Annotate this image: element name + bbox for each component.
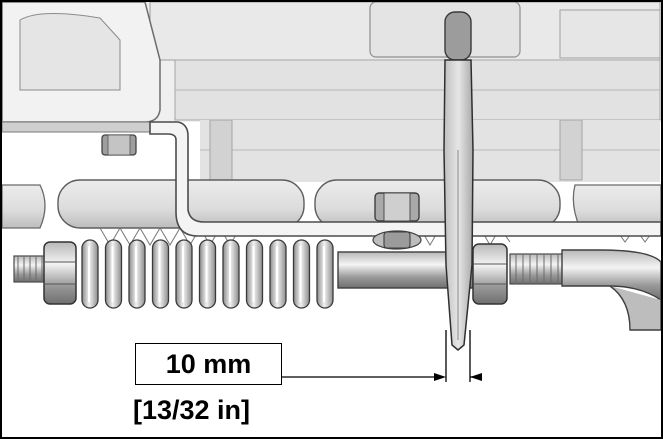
dimension-label-box: 10 mm bbox=[135, 343, 282, 385]
compression-spring bbox=[81, 239, 334, 309]
bolt-head-left bbox=[101, 134, 137, 156]
dimension-imperial: [13/32 in] bbox=[133, 395, 251, 425]
left-bracket bbox=[1, 1, 168, 133]
gauge-blade bbox=[443, 11, 474, 351]
dimension-metric: 10 mm bbox=[165, 348, 252, 379]
dimension-lines bbox=[282, 330, 482, 382]
nut-left bbox=[43, 241, 77, 305]
curved-tube bbox=[561, 249, 662, 331]
center-bolt bbox=[372, 192, 422, 250]
nut-right bbox=[472, 243, 508, 305]
